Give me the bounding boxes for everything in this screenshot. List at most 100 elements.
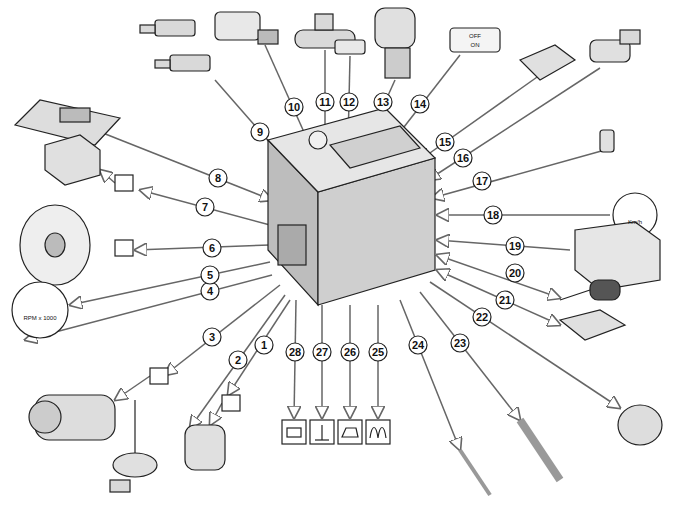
relay	[115, 240, 133, 256]
callout-circle	[285, 98, 303, 116]
callout-number: 7	[202, 202, 208, 213]
callout-number: 4	[207, 286, 213, 297]
callout-circle	[451, 334, 469, 352]
callout-circle	[411, 95, 429, 113]
callout-circle	[374, 93, 392, 111]
leader-arrow	[115, 376, 150, 400]
callout-circle	[229, 351, 247, 369]
callout-number: 26	[344, 347, 356, 358]
callout-number: 18	[487, 210, 499, 221]
callout-circle	[473, 172, 491, 190]
leader-arrow	[100, 170, 115, 183]
crankshaft-sensor	[600, 130, 614, 152]
callout-circle	[340, 93, 358, 111]
callout-number: 10	[288, 102, 300, 113]
callout-number: 5	[207, 270, 213, 281]
callout-circle	[341, 343, 359, 361]
cooling-fan	[20, 205, 90, 285]
callout-circle	[496, 291, 514, 309]
leader-arrow	[210, 403, 222, 425]
gauge-text: RPM x 1000	[23, 315, 56, 321]
callout-number: 1	[261, 340, 267, 351]
callout-circle	[369, 343, 387, 361]
leader-arrow	[437, 255, 560, 298]
callout-circle	[506, 237, 524, 255]
injector	[520, 420, 560, 480]
diagnostic-socket	[560, 310, 625, 340]
callout-circle	[506, 264, 524, 282]
callout-circle	[454, 149, 472, 167]
camshaft-sensor	[590, 30, 640, 62]
callout-circle	[316, 93, 334, 111]
callout-number: 6	[209, 243, 215, 254]
callout-circle	[286, 343, 304, 361]
callout-number: 13	[377, 97, 389, 108]
relay	[115, 175, 133, 191]
coolant-sensor	[335, 40, 365, 54]
leader-arrow	[430, 282, 620, 408]
callout-number: 23	[454, 338, 466, 349]
control-box	[45, 135, 100, 185]
leader-arrow	[70, 262, 270, 305]
callout-number: 3	[209, 332, 215, 343]
callout-number: 20	[509, 268, 521, 279]
leader-arrow	[428, 68, 600, 180]
callout-number: 12	[343, 97, 355, 108]
callout-number: 19	[509, 241, 521, 252]
callout-circle	[209, 169, 227, 187]
position-sensor	[110, 400, 157, 492]
callout-number: 9	[257, 127, 263, 138]
callout-circle	[201, 282, 219, 300]
callout-circle	[484, 206, 502, 224]
glow-plug	[460, 450, 490, 495]
callout-number: 24	[412, 340, 424, 351]
leader-arrow	[420, 75, 540, 160]
gauge-text: ON	[471, 42, 480, 48]
callout-circle	[203, 328, 221, 346]
leader-arrow	[400, 300, 460, 450]
ecu-unit	[268, 108, 435, 305]
callout-number: 28	[289, 347, 301, 358]
leader-arrow	[432, 150, 605, 198]
leader-arrow	[190, 295, 285, 428]
relay	[150, 368, 168, 384]
callout-circle	[255, 336, 273, 354]
callout-number: 21	[499, 295, 511, 306]
callout-number: 14	[414, 99, 426, 110]
callout-number: 2	[235, 355, 241, 366]
gauge-text: Km/h	[628, 219, 642, 225]
callout-circle	[409, 336, 427, 354]
callout-circle	[251, 123, 269, 141]
tachometer	[12, 282, 68, 338]
callout-circle	[313, 343, 331, 361]
callout-number: 17	[476, 176, 488, 187]
callout-circle	[436, 133, 454, 151]
battery	[575, 222, 660, 290]
pressure-sensor	[215, 12, 278, 44]
map-sensor	[520, 45, 575, 80]
leader-arrow	[437, 214, 610, 216]
relay	[222, 395, 240, 411]
temperature-sensor	[140, 20, 210, 71]
pressure-regulator	[618, 405, 662, 445]
callout-circle	[473, 308, 491, 326]
gauge-text: OFF	[469, 33, 481, 39]
callout-number: 16	[457, 153, 469, 164]
brake-switch	[450, 28, 500, 52]
callout-circle	[201, 266, 219, 284]
callout-circle	[196, 198, 214, 216]
callout-number: 15	[439, 137, 451, 148]
ac-compressor	[29, 395, 115, 440]
callout-circle	[203, 239, 221, 257]
fuel-pump	[185, 425, 225, 470]
callout-number: 8	[215, 173, 221, 184]
warning-lamp-icon	[282, 420, 390, 444]
leader-arrow	[437, 270, 560, 325]
callout-number: 27	[316, 347, 328, 358]
leader-arrow	[420, 292, 520, 420]
leader-arrow	[228, 300, 290, 395]
leader-arrow	[437, 240, 570, 250]
callout-number: 11	[319, 97, 331, 108]
ignition-key	[560, 280, 620, 300]
